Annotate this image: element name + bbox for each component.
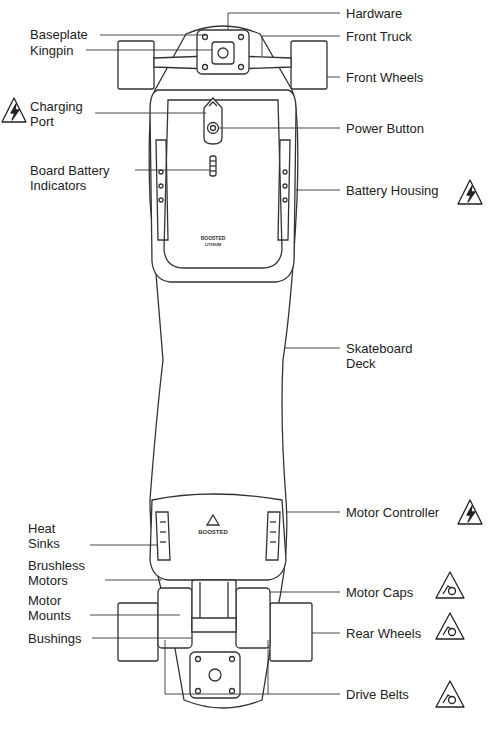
part-label: Motor Mounts [28,593,84,623]
part-label: Bushings [28,631,81,646]
part-label: Power Button [346,121,424,136]
part-label: Battery Housing [346,183,439,198]
part-label: Motor Controller [346,505,439,520]
part-label: Heat Sinks [28,521,73,551]
part-label: Drive Belts [346,687,409,702]
part-label: Board Battery Indicators [30,163,130,193]
part-label: Kingpin [30,43,73,58]
part-label: Rear Wheels [346,626,421,641]
part-label: Front Truck [346,29,412,44]
part-label: Charging Port [30,99,92,129]
part-label: Baseplate [30,27,88,42]
part-label: Front Wheels [346,70,423,85]
part-label: Motor Caps [346,585,413,600]
part-label: Brushless Motors [28,558,98,588]
part-label: Skateboard Deck [346,341,426,371]
brand-mark: BOOSTED [198,529,228,536]
brand-mark: BOOSTED [201,235,226,241]
part-label: Hardware [346,6,402,21]
brand-mark: LITHIUM [205,242,221,247]
